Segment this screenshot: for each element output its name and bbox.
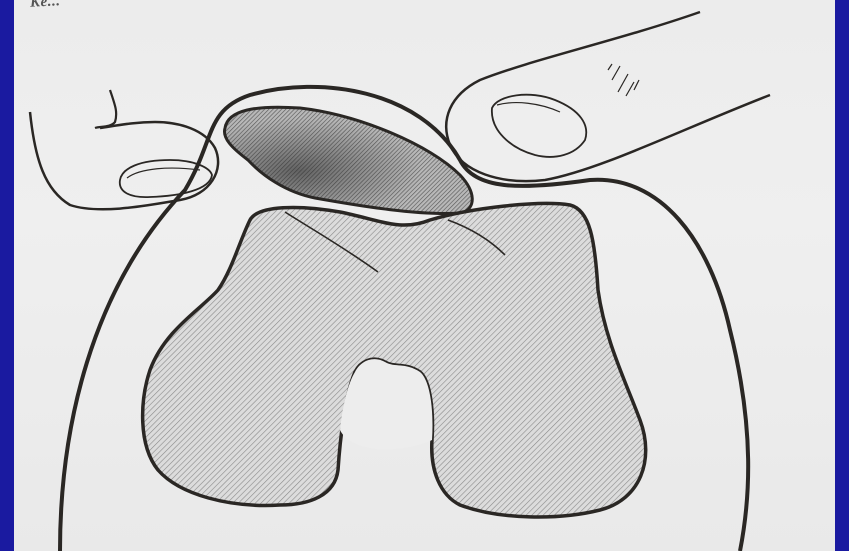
finger-crease-marks (608, 64, 639, 96)
right-fingernail-edge (497, 103, 560, 112)
right-fingernail (492, 95, 586, 157)
right-finger (446, 12, 770, 181)
left-thumbnail-lunula (127, 168, 200, 178)
left-thumb-knuckle (95, 90, 116, 128)
left-thumb (30, 112, 218, 209)
patella-shading (224, 107, 472, 213)
femoral-condyles (143, 203, 646, 516)
